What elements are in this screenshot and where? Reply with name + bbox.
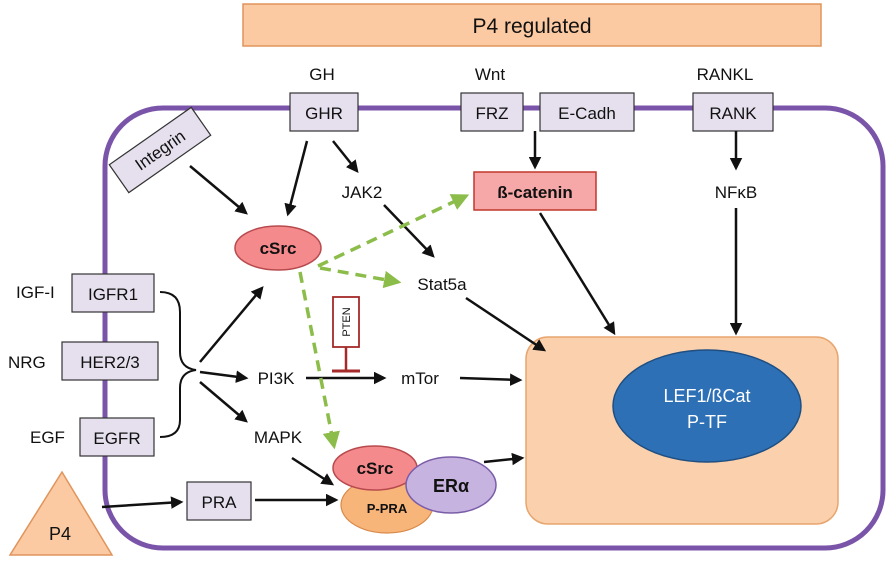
- receptor-igfr1: IGFR1: [71, 273, 155, 313]
- arrow-ghr-jak2: [332, 140, 359, 173]
- arrow-mapk-complex: [291, 456, 335, 486]
- pten-label: PTEN: [341, 307, 353, 336]
- node-jak2: JAK2: [342, 183, 383, 202]
- receptor-brace: [159, 291, 197, 438]
- receptor-egfr: EGFR: [79, 417, 155, 457]
- receptor-rank-label: RANK: [709, 104, 757, 123]
- arrow-p4-pra: [101, 496, 184, 509]
- dashed-arrows: [298, 194, 470, 450]
- receptor-her23: HER2/3: [61, 341, 159, 381]
- receptor-integrin: Integrin: [108, 106, 212, 194]
- arrow-ghr-csrc: [284, 140, 309, 217]
- banner-label: P4 regulated: [472, 15, 591, 38]
- node-mapk: MAPK: [254, 428, 303, 447]
- p4-label: P4: [49, 524, 71, 544]
- node-csrc-upper: cSrc: [234, 225, 322, 271]
- complex-csrc-era-ppra: cSrc ERα P-PRA: [332, 445, 497, 534]
- dashed-csrc-lower: [298, 271, 340, 450]
- node-era-label: ERα: [433, 476, 469, 496]
- arrow-mtor-nucleus: [459, 373, 523, 386]
- receptor-ghr-label: GHR: [305, 104, 343, 123]
- ligand-gh: GH: [309, 65, 335, 84]
- receptor-pra: PRA: [186, 481, 252, 521]
- node-era: [405, 456, 497, 514]
- ligand-nrg: NRG: [8, 353, 46, 372]
- receptor-frz: FRZ: [460, 92, 524, 132]
- dashed-csrc-bcatenin: [317, 194, 470, 268]
- ligand-rankl: RANKL: [697, 65, 754, 84]
- receptor-ecadh: E-Cadh: [539, 92, 635, 132]
- node-bcatenin: ß-catenin: [473, 171, 597, 211]
- pten-inhibitor: PTEN: [332, 296, 360, 373]
- arrow-bcatenin-nucleus: [538, 212, 616, 336]
- node-bcatenin-label: ß-catenin: [497, 183, 573, 202]
- p4-hormone: P4: [8, 470, 114, 556]
- ligand-wnt: Wnt: [475, 65, 506, 84]
- dashed-csrc-stat5a: [319, 266, 402, 289]
- ligand-igf: IGF-I: [16, 283, 55, 302]
- node-nfkb: NFκB: [715, 183, 758, 202]
- arrow-brace-csrc: [199, 286, 264, 363]
- node-csrc-lower-label: cSrc: [357, 459, 394, 478]
- receptor-ghr: GHR: [289, 92, 359, 132]
- receptor-frz-label: FRZ: [475, 104, 508, 123]
- arrow-brace-pi3k: [199, 370, 249, 383]
- ligand-egf: EGF: [30, 428, 65, 447]
- p4-regulated-banner: [242, 3, 822, 47]
- node-mtor: mTor: [401, 369, 439, 388]
- receptor-pra-label: PRA: [202, 493, 238, 512]
- node-pi3k: PI3K: [258, 369, 296, 388]
- receptor-rank: RANK: [692, 92, 774, 132]
- arrow-complex-nucleus: [483, 452, 525, 466]
- receptor-her23-label: HER2/3: [80, 353, 140, 372]
- solid-arrows: [101, 131, 743, 509]
- node-ppra-label: P-PRA: [367, 501, 408, 516]
- arrow-stat5a-nucleus: [465, 296, 547, 352]
- node-csrc-upper-label: cSrc: [260, 239, 297, 258]
- tf-line2: P-TF: [687, 412, 727, 432]
- arrow-jak2-stat5a: [383, 204, 435, 258]
- receptor-igfr1-label: IGFR1: [88, 285, 138, 304]
- transcription-factor: [612, 349, 802, 463]
- node-stat5a: Stat5a: [417, 275, 467, 294]
- receptor-egfr-label: EGFR: [93, 429, 140, 448]
- receptor-ecadh-label: E-Cadh: [558, 104, 616, 123]
- arrow-brace-mapk: [199, 381, 248, 423]
- arrow-integrin-csrc: [189, 165, 248, 215]
- tf-line1: LEF1/ßCat: [663, 386, 750, 406]
